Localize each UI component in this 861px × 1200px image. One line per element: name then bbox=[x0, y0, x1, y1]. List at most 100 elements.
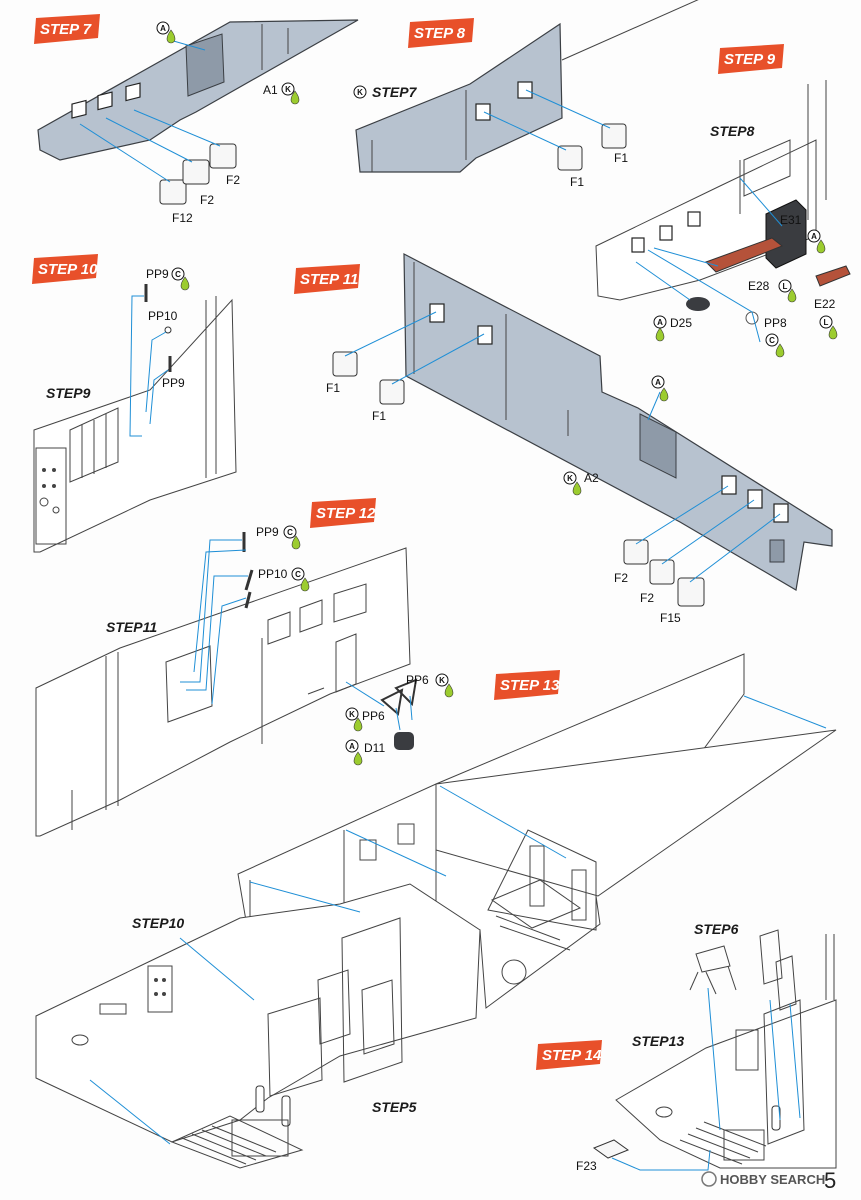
paint-marker-a-d25: A bbox=[653, 315, 667, 342]
part-label-f2d: F2 bbox=[640, 591, 654, 605]
step11-hatch bbox=[769, 539, 785, 563]
step13-console bbox=[71, 965, 173, 1046]
part-label-pp9b: PP9 bbox=[162, 376, 185, 390]
part-e22-plank bbox=[815, 265, 851, 287]
step13-banner bbox=[494, 670, 560, 700]
step7-label: STEP 7 bbox=[40, 21, 92, 38]
footer-brand: HOBBY SEARCH bbox=[720, 1172, 825, 1187]
step12-door-grille bbox=[165, 645, 213, 723]
part-e28-bench bbox=[705, 237, 783, 273]
paint-marker-l-e22: L bbox=[819, 315, 838, 340]
step7-section: STEP 7 F12 F2 F2 A1 A K bbox=[34, 14, 359, 225]
step13-reference: STEP13 bbox=[632, 1033, 684, 1049]
part-label-e28: E28 bbox=[748, 279, 770, 293]
step8-section: STEP 8 K STEP7 F1 F1 bbox=[353, 0, 699, 189]
part-label-f12: F12 bbox=[172, 211, 193, 225]
part-label-f1d: F1 bbox=[372, 409, 386, 423]
part-label-pp6a: PP6 bbox=[406, 673, 429, 687]
step8-window-2 bbox=[517, 81, 533, 99]
step14-hull-section bbox=[615, 999, 837, 1169]
svg-text:A: A bbox=[349, 742, 355, 751]
part-label-a1: A1 bbox=[263, 83, 278, 97]
part-pp6-bracket-a bbox=[380, 688, 404, 716]
step7-door-grille bbox=[185, 33, 225, 97]
svg-text:K: K bbox=[285, 85, 291, 94]
step9-label: STEP 9 bbox=[724, 51, 776, 68]
step14-label: STEP 14 bbox=[542, 1047, 602, 1064]
step13-section: STEP 13 bbox=[35, 653, 837, 1169]
step11-glass-f2d bbox=[649, 559, 675, 585]
step8-glass-f1a bbox=[557, 145, 583, 171]
step12-section: STEP 12 STEP11 PP9 C PP10 C bbox=[35, 498, 454, 837]
step7-window-3 bbox=[125, 82, 141, 102]
step10-label: STEP 10 bbox=[38, 261, 98, 278]
step12-side-panel bbox=[35, 547, 411, 837]
step12-label: STEP 12 bbox=[316, 505, 376, 522]
step11-glass-f1d bbox=[379, 379, 405, 405]
paint-marker-k-pp6a: K bbox=[435, 673, 454, 698]
step11-glass-f1c bbox=[332, 351, 358, 377]
step14-section: STEP 14 STEP6 STEP13 bbox=[536, 921, 837, 1173]
step10-section: STEP 10 STEP9 PP9 C PP10 PP9 bbox=[32, 254, 237, 553]
svg-text:C: C bbox=[175, 270, 181, 279]
page-number: 5 bbox=[824, 1168, 836, 1193]
part-label-pp10a: PP10 bbox=[148, 309, 178, 323]
step10-reference: STEP10 bbox=[132, 915, 184, 931]
part-label-e31: E31 bbox=[780, 213, 802, 227]
step8-window-1 bbox=[475, 103, 491, 121]
svg-text:L: L bbox=[783, 282, 788, 291]
step9-banner bbox=[718, 44, 784, 74]
paint-marker-c-pp9c: C bbox=[283, 525, 301, 550]
step8-glass-f1b bbox=[601, 123, 627, 149]
step13-battery-box bbox=[231, 1119, 289, 1157]
step11-window-1 bbox=[429, 303, 445, 323]
step9-reference: STEP9 bbox=[46, 385, 91, 401]
part-label-pp6b: PP6 bbox=[362, 709, 385, 723]
svg-text:C: C bbox=[295, 570, 301, 579]
paint-marker-l-e28: L bbox=[778, 279, 797, 303]
part-e31-cabinet bbox=[765, 199, 807, 269]
part-label-pp9c: PP9 bbox=[256, 525, 279, 539]
step7-glass-f12 bbox=[159, 179, 187, 205]
paint-marker-a: A bbox=[156, 21, 176, 44]
part-f23-plate bbox=[592, 1139, 630, 1159]
step7-glass-f2b bbox=[209, 143, 237, 169]
step14-banner bbox=[536, 1040, 602, 1070]
step8-label: STEP 8 bbox=[414, 25, 466, 42]
part-label-f1a: F1 bbox=[570, 175, 584, 189]
step9-side-panel bbox=[595, 139, 817, 301]
svg-text:L: L bbox=[824, 318, 829, 327]
part-pp10b-rod bbox=[244, 591, 252, 609]
svg-text:A: A bbox=[657, 318, 663, 327]
svg-text:A: A bbox=[655, 378, 661, 387]
part-d11 bbox=[394, 732, 414, 750]
paint-marker-k: K bbox=[281, 82, 300, 105]
svg-text:K: K bbox=[357, 88, 363, 97]
step6-reference: STEP6 bbox=[694, 921, 739, 937]
part-label-f2a: F2 bbox=[200, 193, 214, 207]
paint-marker-k-a2: K bbox=[563, 471, 582, 496]
part-label-f1b: F1 bbox=[614, 151, 628, 165]
paint-marker-a-d11: A bbox=[345, 739, 363, 766]
paint-marker-a-step11: A bbox=[651, 375, 669, 402]
part-pp10-bolt bbox=[164, 326, 172, 334]
step10-banner bbox=[32, 254, 98, 284]
step14-seat-frame-b bbox=[759, 929, 797, 1011]
step11-reference: STEP11 bbox=[106, 619, 157, 635]
paint-marker-c-pp8: C bbox=[765, 333, 785, 358]
step11-label: STEP 11 bbox=[300, 271, 358, 288]
svg-text:C: C bbox=[287, 528, 293, 537]
part-label-pp9a: PP9 bbox=[146, 267, 169, 281]
svg-text:K: K bbox=[349, 710, 355, 719]
step13-back-room bbox=[487, 829, 597, 985]
step13-fire-extinguishers bbox=[255, 1085, 291, 1127]
step7-glass-f2a bbox=[182, 159, 210, 185]
step12-banner bbox=[310, 498, 376, 528]
part-label-d25: D25 bbox=[670, 316, 692, 330]
step11-window-4 bbox=[747, 489, 763, 509]
step11-side-panel bbox=[403, 253, 833, 591]
paint-marker-c-pp9a: C bbox=[171, 267, 190, 291]
step11-door-grille bbox=[639, 413, 677, 479]
step13-seats bbox=[267, 917, 403, 1097]
step11-window-3 bbox=[721, 475, 737, 495]
